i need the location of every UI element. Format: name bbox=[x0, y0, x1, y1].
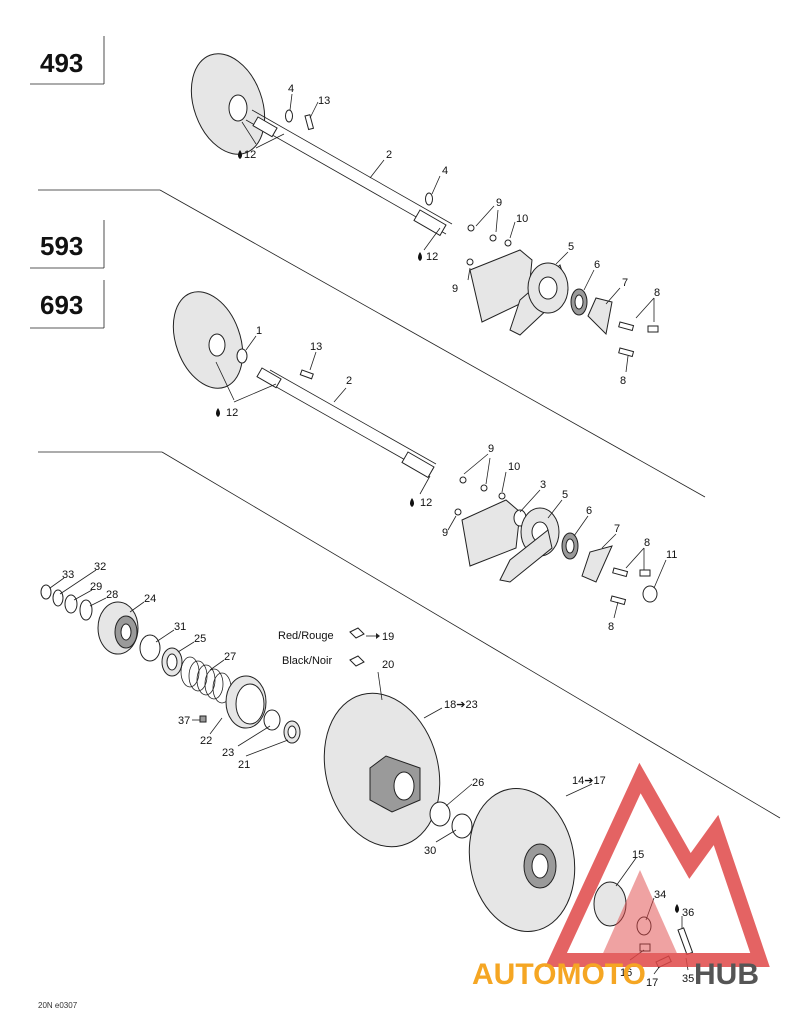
callout-15: 15 bbox=[632, 849, 644, 861]
callout-17: 17 bbox=[646, 977, 658, 989]
callout-26: 26 bbox=[472, 777, 484, 789]
callout-1: 1 bbox=[256, 325, 262, 337]
callout-23: 23 bbox=[222, 747, 234, 759]
callout-2b: 2 bbox=[346, 375, 352, 387]
callout-2a: 2 bbox=[386, 149, 392, 161]
callout-34: 34 bbox=[654, 889, 666, 901]
callout-8c: 8 bbox=[644, 537, 650, 549]
callout-12b: 12 bbox=[426, 251, 438, 263]
middle-assembly bbox=[172, 291, 667, 619]
callout-9a: 9 bbox=[496, 197, 502, 209]
callout-25: 25 bbox=[194, 633, 206, 645]
legend-black-ref: 20 bbox=[382, 659, 394, 671]
callout-21: 21 bbox=[238, 759, 250, 771]
callout-5a: 5 bbox=[568, 241, 574, 253]
sprocket-disc-mid bbox=[172, 291, 244, 389]
callout-27: 27 bbox=[224, 651, 236, 663]
watermark-text-b: HUB bbox=[694, 958, 759, 991]
watermark-text-a: AUTOMOTO bbox=[472, 958, 646, 991]
callout-36: 36 bbox=[682, 907, 694, 919]
legend-red-ref: 19 bbox=[382, 631, 394, 643]
callout-12a: 12 bbox=[244, 149, 256, 161]
shaft-mid bbox=[263, 379, 431, 475]
sprocket-disc-top bbox=[190, 53, 266, 155]
o-ring-4a bbox=[285, 109, 293, 123]
callout-3: 3 bbox=[540, 479, 546, 491]
callout-10b: 10 bbox=[508, 461, 520, 473]
spring-27 bbox=[180, 656, 232, 704]
key-13 bbox=[304, 114, 315, 131]
callout-8a: 8 bbox=[654, 287, 660, 299]
callout-13b: 13 bbox=[310, 341, 322, 353]
color-legend: Red/Rouge 19 Black/Noir 20 bbox=[278, 627, 394, 671]
callout-16: 16 bbox=[620, 967, 632, 979]
callout-4b: 4 bbox=[442, 165, 448, 177]
callout-30: 30 bbox=[424, 845, 436, 857]
callout-18-23: 18➔23 bbox=[444, 699, 478, 711]
ring-11 bbox=[642, 585, 658, 603]
callout-32: 32 bbox=[94, 561, 106, 573]
diagram-code: 20N e0307 bbox=[38, 1001, 78, 1010]
shaft-top bbox=[245, 119, 447, 235]
callout-14-17: 14➔17 bbox=[572, 775, 606, 787]
fixed-sheave-14 bbox=[468, 788, 576, 932]
model-693-label: 693 bbox=[40, 290, 83, 320]
model-box-693: 693 bbox=[30, 280, 105, 329]
callout-9d: 9 bbox=[442, 527, 448, 539]
callout-11: 11 bbox=[666, 549, 677, 561]
callout-24: 24 bbox=[144, 593, 156, 605]
callout-4a: 4 bbox=[288, 83, 294, 95]
callout-37: 37 bbox=[178, 715, 190, 727]
model-box-493: 493 bbox=[30, 36, 105, 85]
callout-7a: 7 bbox=[622, 277, 628, 289]
bearing-housing-mid bbox=[461, 499, 521, 567]
callout-8d: 8 bbox=[608, 621, 614, 633]
callout-8b: 8 bbox=[620, 375, 626, 387]
callout-28: 28 bbox=[106, 589, 118, 601]
key-13b bbox=[299, 369, 314, 380]
callout-6a: 6 bbox=[594, 259, 600, 271]
callout-31: 31 bbox=[174, 621, 186, 633]
o-ring-4b bbox=[425, 192, 433, 206]
callout-6b: 6 bbox=[586, 505, 592, 517]
callout-9b: 9 bbox=[452, 283, 458, 295]
callout-9c: 9 bbox=[488, 443, 494, 455]
model-593-label: 593 bbox=[40, 231, 83, 261]
callout-33: 33 bbox=[62, 569, 74, 581]
clutch-assembly bbox=[40, 569, 694, 975]
callout-10a: 10 bbox=[516, 213, 528, 225]
callout-5b: 5 bbox=[562, 489, 568, 501]
spacer-1 bbox=[236, 348, 248, 364]
model-box-593: 593 bbox=[30, 220, 105, 269]
callout-7b: 7 bbox=[614, 523, 620, 535]
nut-red-icon bbox=[349, 627, 365, 639]
top-assembly bbox=[190, 53, 659, 373]
model-493-label: 493 bbox=[40, 48, 83, 78]
callout-22: 22 bbox=[200, 735, 212, 747]
legend-black-label: Black/Noir bbox=[282, 655, 332, 667]
callout-13a: 13 bbox=[318, 95, 330, 107]
nut-black-icon bbox=[349, 655, 365, 667]
callout-35: 35 bbox=[682, 973, 694, 985]
callout-12c: 12 bbox=[226, 407, 238, 419]
automotohub-logo bbox=[545, 762, 770, 967]
legend-red-label: Red/Rouge bbox=[278, 630, 334, 642]
callout-29: 29 bbox=[90, 581, 102, 593]
callout-12d: 12 bbox=[420, 497, 432, 509]
